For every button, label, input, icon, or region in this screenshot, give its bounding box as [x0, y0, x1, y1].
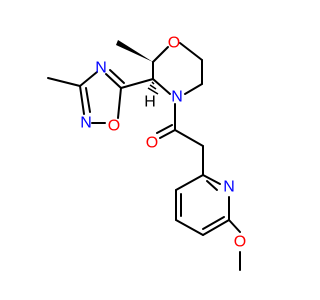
atom-label-oxadiazole-n4: N	[95, 60, 107, 77]
bond-py-c4-c5	[175, 219, 204, 236]
morpholine-ring	[152, 42, 203, 95]
bond-py-c2-c3	[175, 174, 204, 191]
atom-label-methoxy-o: O	[234, 234, 246, 251]
bond-py-n-c2	[202, 174, 221, 185]
atom-label-morpholine-o: O	[168, 35, 180, 52]
atom-label-morpholine-n: N	[171, 89, 183, 106]
bond-carbonyl-ch2	[174, 129, 204, 147]
bond-carbonyl-o-double	[156, 124, 173, 134]
bond-c3-n2	[79, 85, 85, 115]
bond-carbonyl-o	[159, 129, 176, 139]
bond-c5-n4	[105, 73, 122, 89]
bond-py-c5-c6	[202, 219, 230, 236]
oxadiazole-ring	[47, 69, 125, 124]
bond-c2-o	[152, 46, 169, 63]
hashed-bond-h	[147, 81, 159, 95]
pyridine-ring	[175, 174, 230, 236]
wedge-bond-methyl	[116, 40, 153, 62]
bond-o1-c5	[117, 87, 122, 119]
bond-n-c3	[152, 78, 171, 95]
bond-py-n-c2-inner	[206, 180, 218, 191]
bond-c3-oxadiazole	[120, 78, 154, 89]
atom-label-stereo-h: H	[144, 94, 156, 111]
amide-group	[156, 103, 204, 176]
bond-py-c5-c6-inner	[202, 216, 225, 230]
atom-label-oxadiazole-n2: N	[80, 115, 92, 132]
atom-label-oxadiazole-o1: O	[108, 118, 120, 135]
bond-c3-methyl	[47, 77, 81, 87]
atom-labels: O N O N O N N O H	[80, 35, 246, 251]
molecule-diagram: O N O N O N N O H	[47, 35, 246, 271]
structure-drawing: O N O N O N N O H	[47, 35, 246, 271]
bond-c3-n2-double	[85, 87, 91, 113]
bond-c5-n4-double	[109, 69, 125, 84]
atom-label-pyridine-n: N	[223, 179, 235, 196]
bond-c5-n	[184, 83, 203, 95]
atom-label-carbonyl-o: O	[146, 135, 158, 152]
bond-n4-c3	[79, 71, 98, 87]
bond-o-c6	[179, 42, 203, 61]
bond-c6-methoxy-o	[228, 219, 241, 233]
